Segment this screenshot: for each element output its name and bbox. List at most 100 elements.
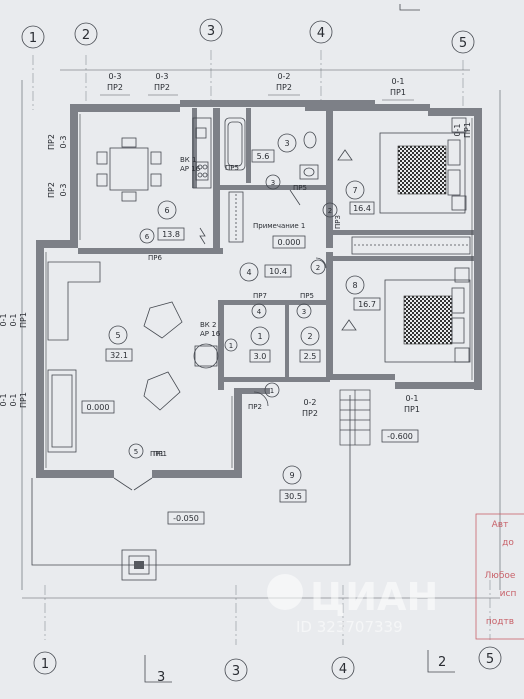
axis-label: 0-1 xyxy=(0,393,8,406)
door-label: ПР3 xyxy=(334,215,342,229)
room-number: 9 xyxy=(289,471,294,480)
watermark-brand: ЦИАН xyxy=(310,575,438,619)
room-area: 16.7 xyxy=(358,300,376,309)
mark-sub: ПР1 xyxy=(390,88,406,97)
top-section-marks: 0-3 ПР2 0-3 ПР2 0-2 ПР2 0-1 ПР1 xyxy=(100,72,414,101)
room-area: 13.8 xyxy=(162,230,180,239)
mark-code: 0-2 xyxy=(303,398,316,407)
axis-label: 1 xyxy=(29,31,37,46)
door-label: ПР5 xyxy=(300,292,314,300)
mark-code: 0-1 xyxy=(391,77,404,86)
room-5: 5 32.1 xyxy=(105,325,133,362)
room-4: 4 10.4 xyxy=(239,262,292,282)
room-number: 7 xyxy=(352,186,357,195)
right-section-marks: 0-1 ПР1 xyxy=(453,122,472,138)
room-1: 1 3.0 xyxy=(249,326,271,363)
bed-room-8 xyxy=(341,267,471,363)
riser-name: ВК 2 xyxy=(200,321,216,329)
room-number: 6 xyxy=(164,206,169,215)
opening-number: 3 xyxy=(271,179,275,187)
axis-label: 0-1 xyxy=(0,313,8,326)
mark-sub: ПР2 xyxy=(154,83,170,92)
title-stamp: Авт до Любое исп подтв xyxy=(475,513,524,640)
mark-code: 0-3 xyxy=(108,72,121,81)
axis-grid xyxy=(32,50,491,645)
mark-sub: ПР2 xyxy=(47,134,56,150)
room-area: 5.6 xyxy=(257,152,270,161)
room-area: 3.0 xyxy=(254,352,267,361)
room-number: 3 xyxy=(284,139,289,148)
mark-sub: ПР1 xyxy=(19,392,28,408)
mark-code: 0-1 xyxy=(405,394,418,403)
room-number: 4 xyxy=(246,268,251,277)
axis-label: 4 xyxy=(317,26,325,41)
left-section-marks: 0-3 ПР2 0-3 ПР2 0-1 ПР1 0-1 ПР1 xyxy=(9,134,68,408)
mark-code: 0-3 xyxy=(155,72,168,81)
room-area: 2.5 xyxy=(304,352,317,361)
mark-sub: ПР1 xyxy=(404,405,420,414)
axis-bubbles-top: 1 2 3 4 5 xyxy=(21,18,475,54)
stamp-line: Любое xyxy=(485,571,516,581)
axis-label: 5 xyxy=(459,36,467,51)
axis-label: 3 xyxy=(207,24,215,39)
stamp-line: Авт xyxy=(492,520,509,530)
bottom-section-marks: 0-2 ПР2 0-1 ПР1 xyxy=(302,394,420,418)
axis-label: 4 xyxy=(339,662,347,677)
mark-sub: ПР2 xyxy=(107,83,123,92)
mark-sub: ПР2 xyxy=(302,409,318,418)
room-3: 3 5.6 xyxy=(251,133,297,163)
level-value: -0.600 xyxy=(387,432,413,441)
axis-label: 1 xyxy=(41,657,49,672)
terrace xyxy=(31,395,351,581)
axis-label: 2 xyxy=(82,28,90,43)
stamp-line: исп xyxy=(500,589,517,599)
opening-number: 1 xyxy=(270,387,274,395)
level-value: -0.050 xyxy=(173,514,199,523)
riser-labels: ВК 1 АР 16 ВК 2 АР 16 xyxy=(180,156,221,338)
door-label: ПР2 xyxy=(248,403,262,411)
door-label: ПР5 xyxy=(293,184,307,192)
axis-bubbles-left: 0-1 0-1 xyxy=(0,313,8,406)
wall-inner-lines xyxy=(45,114,473,468)
mark-sub: ПР1 xyxy=(19,312,28,328)
axis-bubbles-bottom: 1 3 4 5 xyxy=(33,646,502,682)
bathroom-fixtures xyxy=(224,117,319,180)
kitchen-units xyxy=(192,117,212,245)
opening-number: 2 xyxy=(328,207,332,215)
opening-number: 3 xyxy=(302,308,306,316)
opening-number: 2 xyxy=(316,264,320,272)
room-area: 30.5 xyxy=(284,492,302,501)
walls xyxy=(36,100,482,478)
dining-table xyxy=(96,137,162,202)
section-mark-label: 2 xyxy=(438,655,446,670)
mark-sub: ПР2 xyxy=(276,83,292,92)
mark-code: 0-1 xyxy=(453,123,462,136)
room-area: 32.1 xyxy=(110,351,128,360)
level-label: ПР1 xyxy=(150,450,164,458)
door-label: ПР6 xyxy=(148,254,162,262)
mark-sub: ПР2 xyxy=(47,182,56,198)
opening-number: 4 xyxy=(257,308,262,316)
room-number: 8 xyxy=(352,281,357,290)
room-6: 6 13.8 xyxy=(157,200,185,241)
opening-number: 1 xyxy=(229,342,233,350)
room-8: 8 16.7 xyxy=(345,275,381,311)
mark-code: 0-3 xyxy=(59,183,68,196)
axis-label: 3 xyxy=(232,664,240,679)
note-label: Примечание 1 xyxy=(253,222,305,230)
room-7: 7 16.4 xyxy=(345,180,375,215)
entrance-stairs xyxy=(339,389,371,446)
wardrobes xyxy=(228,191,471,255)
door-label: ПР7 xyxy=(253,292,267,300)
section-mark-label: 3 xyxy=(157,670,165,685)
riser-code: АР 16 xyxy=(200,330,221,338)
mark-code: 0-1 xyxy=(9,393,18,406)
door-swings xyxy=(113,189,327,491)
mark-code: 0-3 xyxy=(59,135,68,148)
door-labels: ПР6 ПР5 ПР5 ПР7 ПР5 ПР3 ПР2 ПР1 xyxy=(148,164,342,458)
living-furniture xyxy=(47,261,219,453)
level-value: 0.000 xyxy=(278,238,301,247)
room-number: 2 xyxy=(307,332,312,341)
stamp-line: до xyxy=(502,538,514,548)
